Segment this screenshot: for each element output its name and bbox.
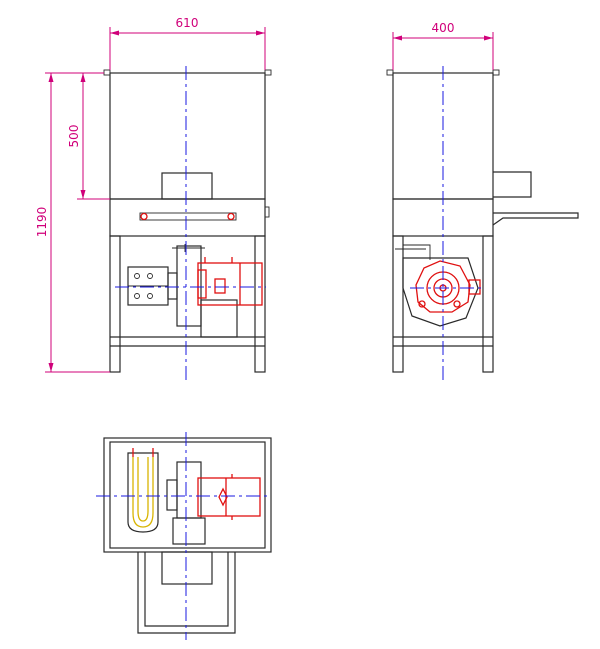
total-height-label: 1190 <box>35 207 49 238</box>
front-view <box>103 66 272 380</box>
front-width-label: 610 <box>176 16 199 30</box>
dimension-front-width: 610 <box>109 16 266 70</box>
top-view <box>96 432 272 640</box>
side-view <box>386 66 579 380</box>
dimension-total-height: 1190 <box>35 72 110 373</box>
dimension-hopper-height: 500 <box>67 72 110 200</box>
dimension-side-width: 400 <box>392 21 494 70</box>
hopper-height-label: 500 <box>67 125 81 148</box>
side-width-label: 400 <box>432 21 455 35</box>
